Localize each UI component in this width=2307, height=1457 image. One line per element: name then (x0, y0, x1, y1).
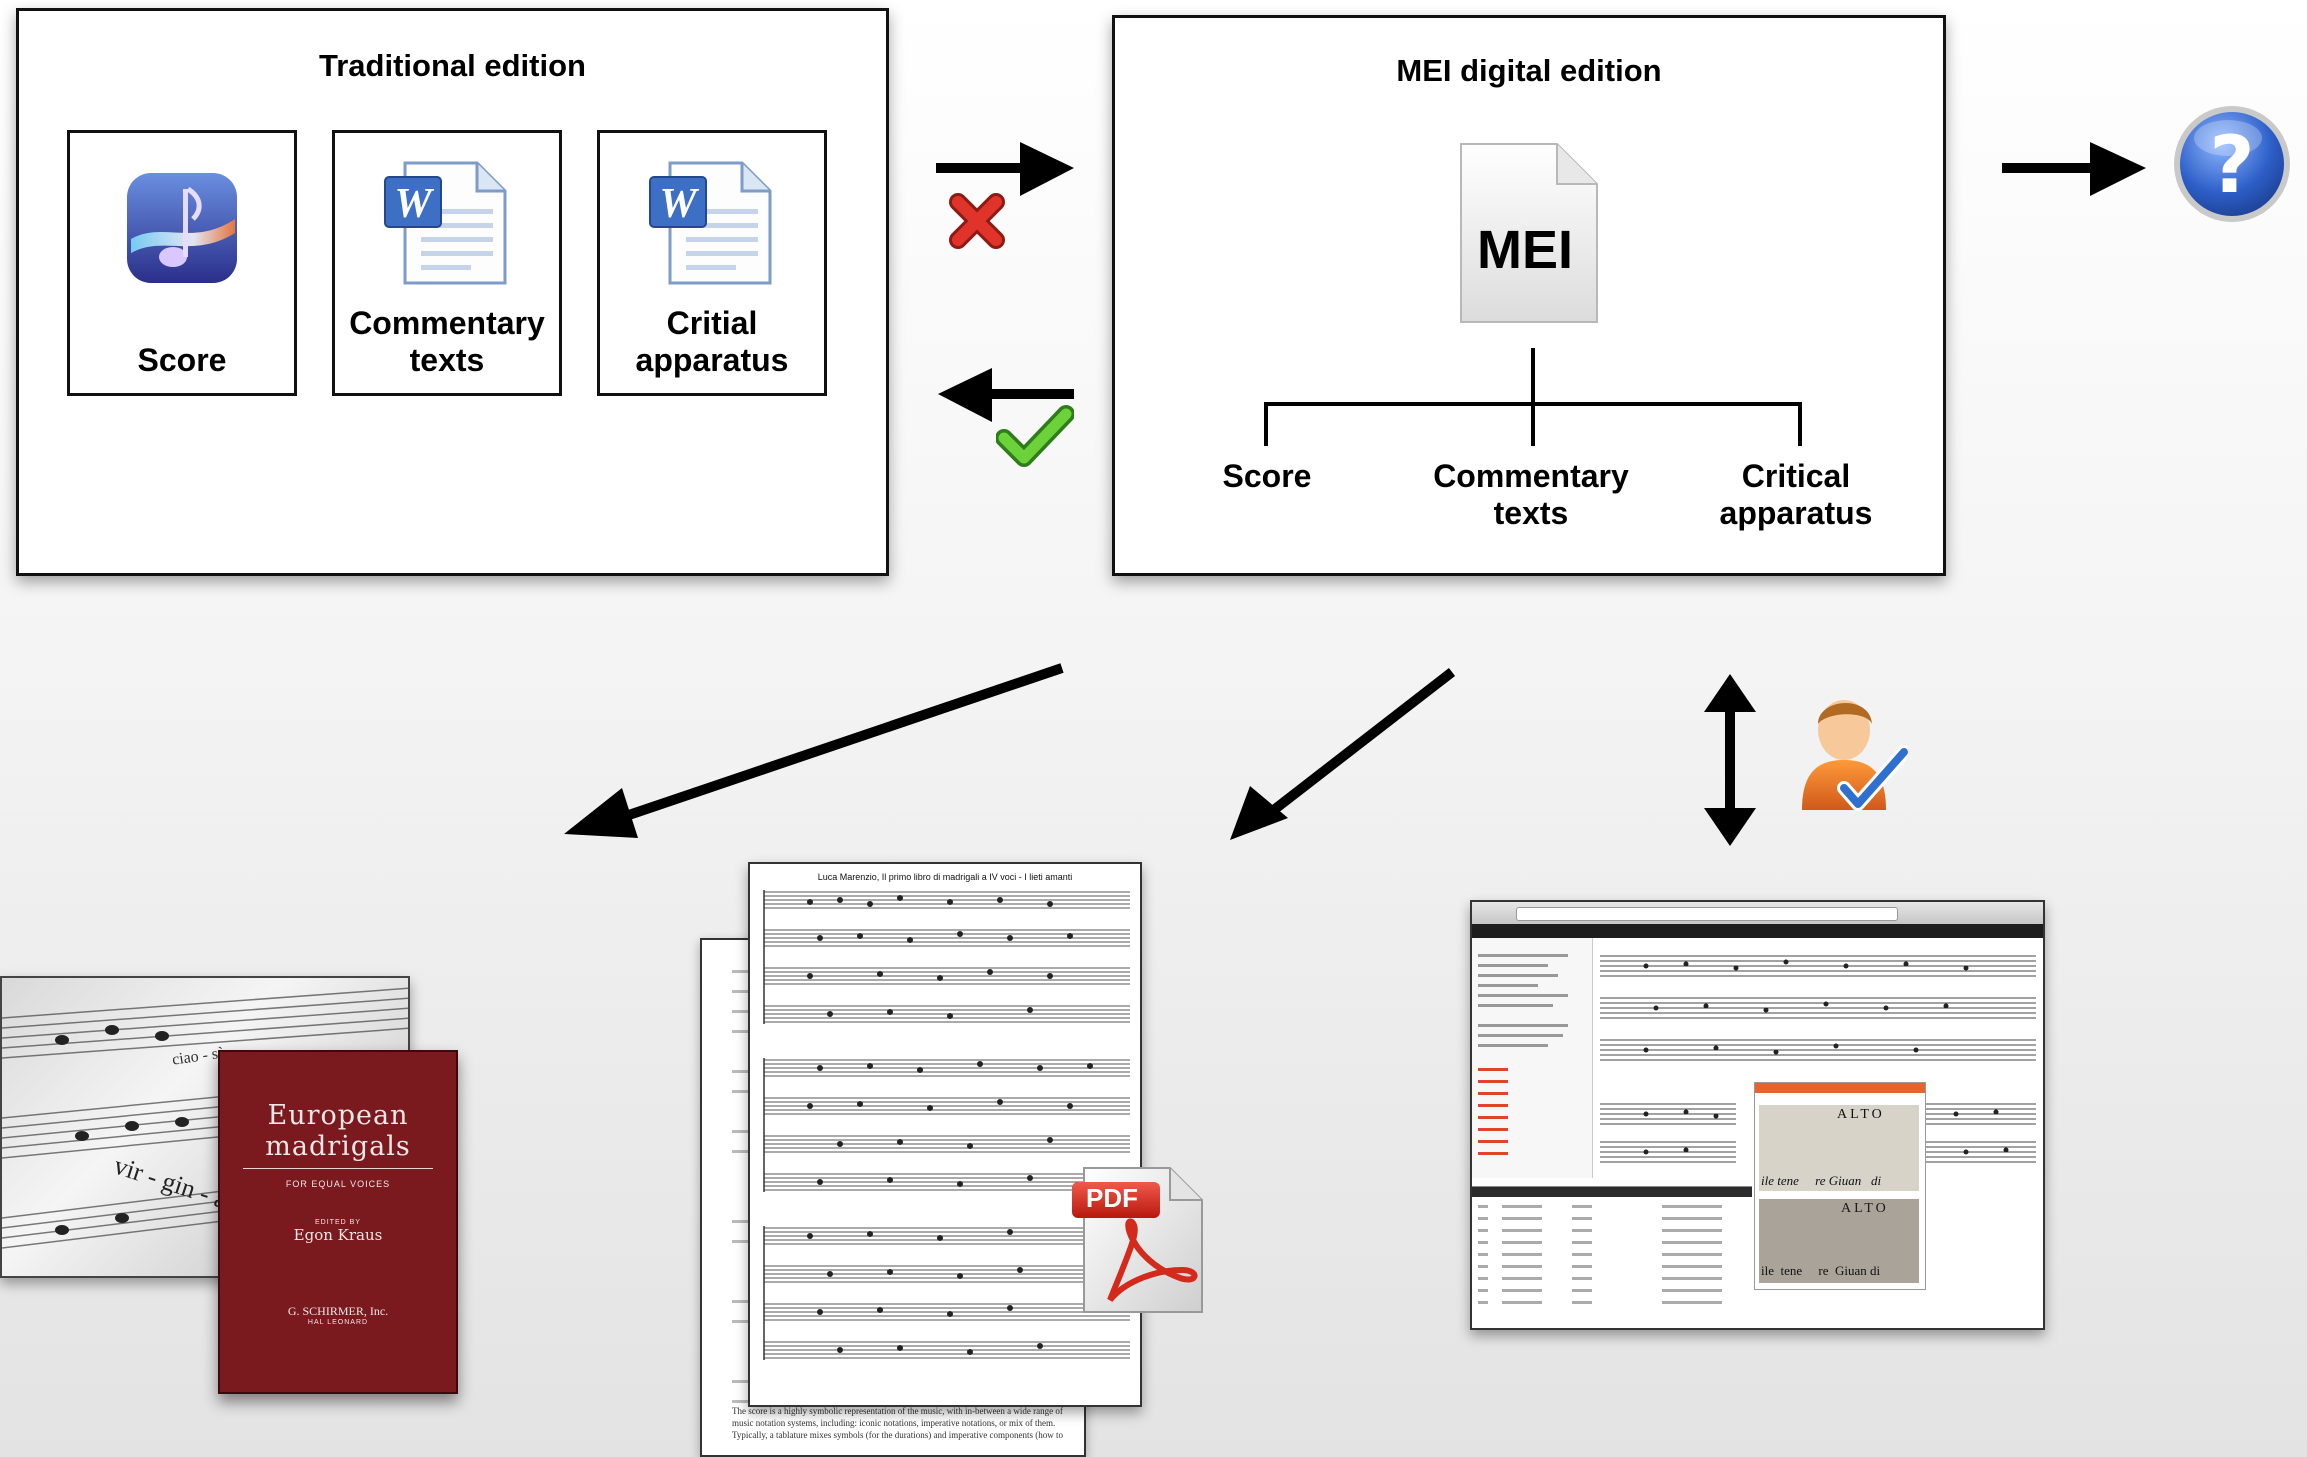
word-document-icon: W (384, 161, 507, 285)
mei-tree-connector (1264, 348, 1802, 446)
mei-edition-panel: MEI digital edition MEI Score Commentary… (1112, 15, 1946, 576)
mei-branch-commentary: Commentary texts (1433, 458, 1629, 531)
commentary-card: W Commentary texts (332, 130, 562, 396)
web-facsimile-bottom-lyrics: ile tene re Giuan di (1761, 1263, 1881, 1278)
pdf-back-text-2: music notation systems, including: iconi… (732, 1418, 1056, 1428)
arrow-left-to-traditional (938, 368, 1074, 422)
mei-edition-title: MEI digital edition (1396, 53, 1662, 88)
web-address-bar (1516, 907, 1898, 921)
book-edited-by: EDITED BY (315, 1219, 361, 1226)
red-x-icon (949, 193, 1005, 249)
traditional-edition-panel: Traditional edition Score (16, 8, 889, 576)
book-editor: Egon Kraus (293, 1226, 383, 1244)
mei-file-icon: MEI (1460, 143, 1598, 323)
web-facsimile-top-lyrics: ile tene re Giuan di (1761, 1173, 1882, 1188)
critical-apparatus-card-label: Critial apparatus (635, 305, 789, 378)
arrow-to-pdf (1230, 668, 1456, 840)
web-facsimile-bottom-label: ALTO (1841, 1201, 1889, 1216)
svg-text:W: W (394, 181, 434, 227)
mei-branch-score: Score (1222, 458, 1312, 494)
score-card: Score (67, 130, 297, 396)
arrow-to-print-edition (564, 663, 1064, 838)
green-check-icon (996, 405, 1074, 467)
book-divider (243, 1168, 433, 1169)
word-document-icon: W (649, 161, 772, 285)
mei-branch-critical-apparatus: Critical apparatus (1719, 458, 1873, 531)
web-facsimile-popup: ALTO ile tene re Giuan di ALTO ile tene … (1754, 1082, 1926, 1290)
arrow-bidirectional-web (1704, 674, 1756, 846)
web-facsimile-top: ALTO ile tene re Giuan di (1759, 1105, 1919, 1191)
book-subtitle: FOR EQUAL VOICES (285, 1179, 391, 1189)
web-apparatus-table (1472, 1186, 1752, 1328)
question-mark-icon: ? (2174, 106, 2290, 222)
pdf-badge-label: PDF (1086, 1183, 1138, 1213)
pdf-score-title: Luca Marenzio, Il primo libro di madriga… (817, 872, 1073, 882)
arrow-right-to-mei (936, 142, 1074, 196)
score-card-label: Score (137, 342, 227, 378)
web-table-header (1472, 1187, 1752, 1197)
web-facsimile-top-label: ALTO (1837, 1107, 1885, 1122)
web-sidebar (1472, 938, 1593, 1178)
svg-text:?: ? (2209, 121, 2254, 211)
web-edition-screenshot: ALTO ile tene re Giuan di ALTO ile tene … (1470, 900, 2045, 1330)
commentary-card-label: Commentary texts (349, 305, 545, 378)
mei-file-label: MEI (1477, 220, 1573, 280)
book-title-line2: madrigals (265, 1131, 411, 1162)
book-distributor: HAL LEONARD (307, 1319, 369, 1326)
pdf-file-icon (1072, 1167, 1203, 1313)
traditional-edition-title: Traditional edition (319, 48, 586, 83)
web-facsimile-header (1755, 1083, 1925, 1093)
pdf-back-text-1: The score is a highly symbolic represent… (732, 1406, 1063, 1416)
pdf-back-text-3: Typically, a tablature mixes symbols (fo… (732, 1430, 1063, 1440)
book-title-line1: European (267, 1100, 409, 1131)
music-note-app-icon (127, 173, 237, 283)
critical-apparatus-card: W Critial apparatus (597, 130, 827, 396)
arrow-right-to-unknown (2002, 142, 2146, 196)
web-score-view (1600, 955, 2036, 1163)
web-facsimile-bottom: ALTO ile tene re Giuan di (1759, 1199, 1919, 1283)
svg-text:W: W (659, 181, 699, 227)
web-nav-bar (1472, 924, 2043, 938)
book-publisher: G. SCHIRMER, Inc. (287, 1304, 389, 1318)
pdf-score-page: Luca Marenzio, Il primo libro di madriga… (748, 862, 1142, 1407)
user-check-icon (1802, 700, 1908, 811)
european-madrigals-book: European madrigals FOR EQUAL VOICES EDIT… (218, 1050, 458, 1394)
